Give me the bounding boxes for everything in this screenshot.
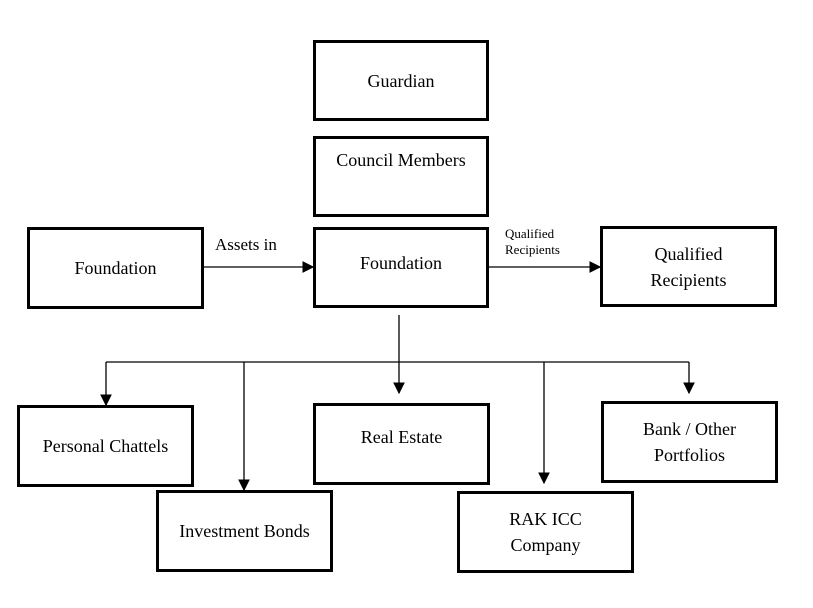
real-estate-box: Real Estate	[313, 403, 490, 485]
bank-other-portfolios-label: Bank / Other Portfolios	[643, 419, 736, 465]
personal-chattels-label: Personal Chattels	[42, 436, 169, 456]
council-members-label: Council Members	[336, 150, 466, 170]
foundation-main-box: Foundation	[313, 227, 489, 308]
investment-bonds-label: Investment Bonds	[179, 521, 310, 541]
qualified-recipients-edge-label: Qualified Recipients	[505, 226, 560, 258]
guardian-label: Guardian	[367, 70, 435, 91]
rak-icc-company-label: RAK ICC Company	[509, 509, 582, 555]
foundation-source-label: Foundation	[74, 258, 157, 278]
council-members-box: Council Members	[313, 136, 489, 217]
personal-chattels-box: Personal Chattels	[17, 405, 194, 487]
qualified-recipients-box: Qualified Recipients	[600, 226, 777, 307]
investment-bonds-box: Investment Bonds	[156, 490, 333, 572]
guardian-box: Guardian	[313, 40, 489, 121]
edge-label-line2: Recipients	[505, 242, 560, 257]
foundation-main-label: Foundation	[359, 252, 442, 273]
qualified-recipients-label: Qualified Recipients	[650, 243, 727, 290]
real-estate-label: Real Estate	[360, 427, 443, 447]
rak-icc-company-box: RAK ICC Company	[457, 491, 634, 573]
foundation-source-box: Foundation	[27, 227, 204, 309]
edge-label-line1: Qualified	[505, 226, 555, 241]
bank-other-portfolios-box: Bank / Other Portfolios	[601, 401, 778, 483]
assets-in-label: Assets in	[215, 235, 277, 254]
